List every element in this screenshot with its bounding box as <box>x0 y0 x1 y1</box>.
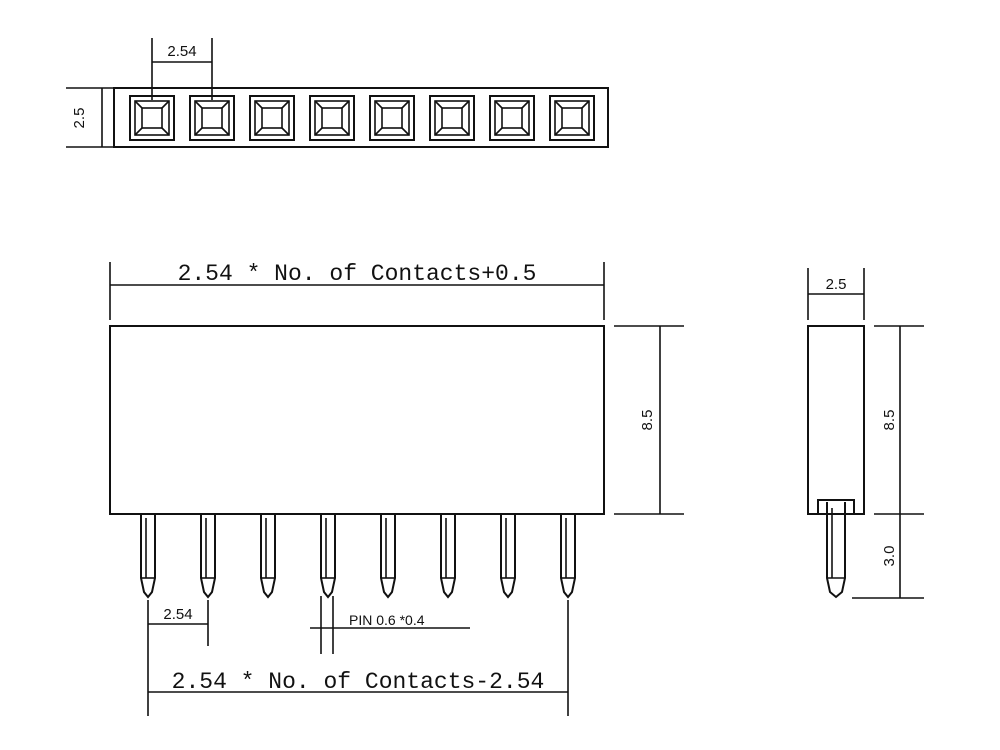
top-view-contacts <box>129 95 595 141</box>
contact-cell <box>189 95 235 141</box>
top-view: 2.54 2.5 <box>66 38 609 148</box>
contact-cell <box>369 95 415 141</box>
side-width-label: 2.5 <box>826 276 847 293</box>
top-pitch-label: 2.54 <box>167 43 196 60</box>
side-view: 2.5 8.5 3.0 <box>807 268 924 599</box>
pin <box>260 514 276 599</box>
side-view-notch <box>817 499 855 514</box>
front-view-housing <box>109 325 605 515</box>
front-pin-span-formula: 2.54 * No. of Contacts-2.54 <box>172 669 545 695</box>
top-pitch-dimension: 2.54 <box>151 38 213 100</box>
pin <box>440 514 456 599</box>
front-height-label: 8.5 <box>639 410 656 431</box>
front-view: 2.54 * No. of Contacts+0.5 8.5 2.54 PIN … <box>109 261 684 716</box>
top-view-housing <box>113 87 609 148</box>
front-height-dimension: 8.5 <box>614 325 684 515</box>
contact-cell <box>129 95 175 141</box>
pin <box>380 514 396 599</box>
contact-cell <box>309 95 355 141</box>
top-height-label: 2.5 <box>71 108 88 129</box>
side-width-dimension: 2.5 <box>807 268 865 320</box>
front-pitch-dimension: 2.54 <box>147 600 209 716</box>
contact-cell <box>249 95 295 141</box>
pin <box>200 514 216 599</box>
contact-cell <box>549 95 595 141</box>
side-pin-length-label: 3.0 <box>881 546 898 567</box>
front-width-dimension: 2.54 * No. of Contacts+0.5 <box>109 261 605 320</box>
side-height-dimension: 8.5 3.0 <box>852 325 924 599</box>
pin <box>500 514 516 599</box>
pin-size-label: PIN 0.6 *0.4 <box>349 612 425 628</box>
contact-cell <box>429 95 475 141</box>
pin <box>560 514 576 599</box>
pin <box>140 514 156 599</box>
pin <box>320 514 336 599</box>
contact-cell <box>489 95 535 141</box>
front-pin-span-dimension: 2.54 * No. of Contacts-2.54 <box>148 600 569 716</box>
front-width-formula: 2.54 * No. of Contacts+0.5 <box>178 261 537 287</box>
top-height-dimension: 2.5 <box>66 87 114 148</box>
side-view-housing <box>807 325 865 515</box>
side-body-height-label: 8.5 <box>881 410 898 431</box>
pin-size-dimension: PIN 0.6 *0.4 <box>310 596 470 654</box>
front-view-pins <box>140 514 576 599</box>
side-view-pin <box>826 502 846 599</box>
front-pitch-label: 2.54 <box>163 606 192 623</box>
